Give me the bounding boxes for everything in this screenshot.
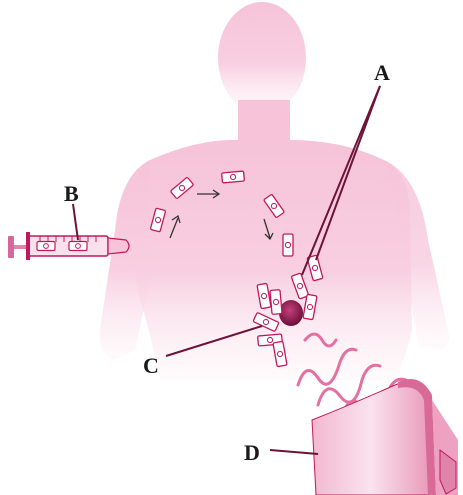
label-b: B [64, 181, 79, 206]
tumor [279, 300, 303, 326]
syringe-tip [108, 238, 129, 254]
label-c: C [143, 353, 159, 378]
label-a: A [374, 60, 390, 85]
syringe-seed [69, 242, 87, 251]
detector-body [312, 382, 430, 495]
label-d: D [244, 440, 260, 465]
implanted-seed [270, 290, 282, 315]
seed [283, 234, 293, 256]
label-d-line [270, 450, 318, 454]
seed [222, 171, 245, 183]
label-b-line [73, 204, 78, 240]
syringe-plunger-cap [8, 236, 14, 258]
syringe-flange [26, 232, 30, 260]
left-arm [100, 160, 150, 360]
syringe-seed [37, 242, 55, 251]
syringe [8, 232, 129, 260]
head [218, 2, 306, 114]
detector-device [312, 379, 458, 495]
